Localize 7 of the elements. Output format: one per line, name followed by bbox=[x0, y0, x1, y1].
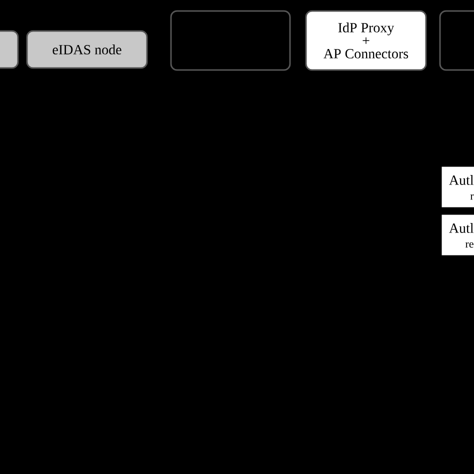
empty-box bbox=[439, 10, 474, 71]
process-box: IdP Proxy + AP Connectors bbox=[305, 10, 427, 71]
empty-box bbox=[0, 30, 19, 69]
process-box: Autl r bbox=[440, 165, 474, 209]
process-box: Autl re bbox=[440, 213, 474, 257]
empty-box bbox=[170, 10, 291, 71]
process-box: eIDAS node bbox=[26, 30, 148, 69]
